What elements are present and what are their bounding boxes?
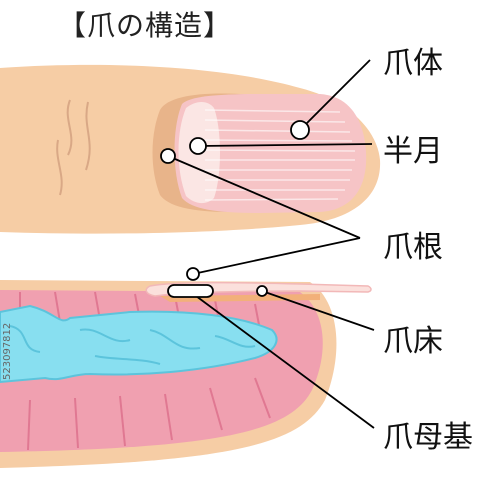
bone-texture bbox=[9, 325, 256, 365]
nail-ridges bbox=[204, 109, 356, 201]
leader-lines bbox=[167, 59, 375, 429]
marker-nail-body bbox=[290, 120, 310, 140]
label-nail-body: 爪体 bbox=[383, 46, 443, 81]
finger-wrinkles bbox=[56, 99, 91, 196]
marker-nail-matrix bbox=[167, 284, 214, 298]
finger-cross-section bbox=[0, 280, 372, 468]
label-nail-bed: 爪床 bbox=[383, 324, 443, 359]
marker-nail-root-top bbox=[160, 148, 176, 164]
marker-nail-root-section bbox=[186, 267, 200, 281]
label-lunula: 半月 bbox=[383, 134, 443, 169]
bone-shape bbox=[0, 304, 278, 384]
marker-lunula bbox=[189, 137, 207, 155]
marker-nail-bed bbox=[256, 285, 268, 297]
markers bbox=[160, 120, 310, 298]
nail-plate bbox=[174, 94, 367, 213]
label-nail-matrix: 爪母基 bbox=[383, 420, 473, 455]
label-nail-root: 爪根 bbox=[383, 230, 443, 265]
image-id-text: 523097812 bbox=[2, 322, 13, 380]
diagram-title: 【爪の構造】 bbox=[58, 9, 233, 42]
